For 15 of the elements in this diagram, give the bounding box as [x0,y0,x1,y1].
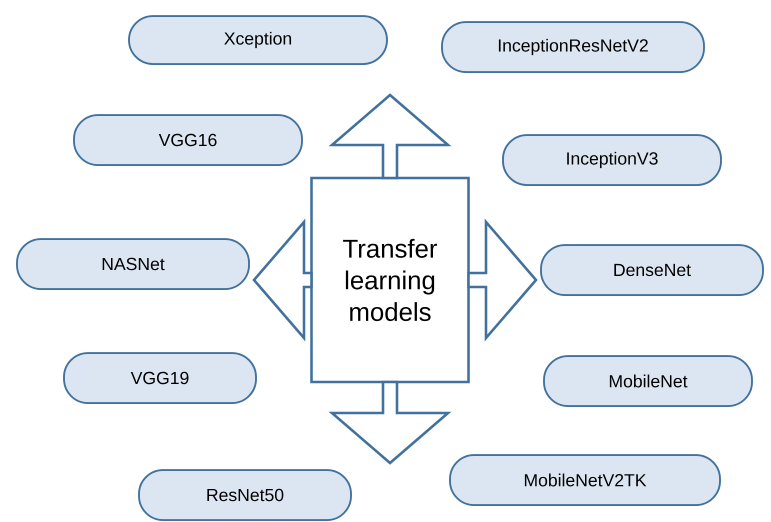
block-arrow [328,380,452,465]
block-arrow [467,218,538,342]
block-arrow [328,93,452,180]
model-pill: ResNet50 [138,469,352,521]
model-pill: Xception [128,15,388,65]
model-pill: VGG19 [63,352,257,404]
model-pill: VGG16 [73,114,303,166]
model-pill: DenseNet [540,244,764,296]
block-arrow [252,218,313,342]
model-pill: MobileNet [543,355,753,407]
model-pill: InceptionResNetV2 [441,21,705,73]
center-box: Transfer learning models [310,176,470,384]
model-pill: MobileNetV2TK [449,454,721,506]
model-pill: NASNet [16,238,250,290]
model-pill: InceptionV3 [502,134,722,186]
